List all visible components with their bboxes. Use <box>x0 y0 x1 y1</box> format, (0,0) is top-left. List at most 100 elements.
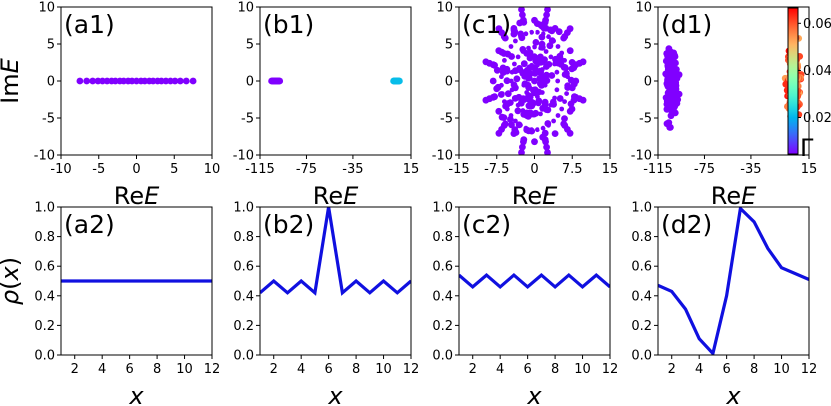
scatter-point-c1 <box>558 105 566 113</box>
panel-label-c2: (c2) <box>462 210 511 239</box>
x-tick-label: 2 <box>469 362 477 377</box>
scatter-point-c1 <box>549 98 557 106</box>
scatter-point-c1 <box>523 112 531 119</box>
x-axis-label-d2: x <box>725 382 741 406</box>
x-tick-label: 12 <box>602 362 619 377</box>
y-tick-label: -5 <box>639 112 652 127</box>
y-tick-label: 0.4 <box>34 289 55 304</box>
scatter-point-c1 <box>498 113 506 121</box>
x-tick-label: -115 <box>643 162 673 177</box>
marks-a1 <box>76 77 197 85</box>
scatter-point-c1 <box>519 11 526 19</box>
y-tick-label: -10 <box>34 149 55 164</box>
scatter-point-d1 <box>664 62 672 69</box>
scatter-point-d1 <box>671 109 679 117</box>
marks-b1 <box>268 77 403 85</box>
x-axis-label-c1: ReE <box>512 182 558 210</box>
scatter-point-c1 <box>514 53 522 61</box>
scatter-point-c1 <box>520 138 527 146</box>
x-tick-label: 15 <box>801 162 818 177</box>
scatter-point-c1 <box>528 28 535 36</box>
scatter-point-c1 <box>556 52 564 60</box>
y-tick-label: 0.6 <box>631 260 652 275</box>
scatter-point-c1 <box>579 96 587 104</box>
marks-c1 <box>482 7 587 155</box>
scatter-point-d1 <box>668 95 675 103</box>
panel-label-b1: (b1) <box>263 10 314 39</box>
y-tick-label: 0.2 <box>432 319 453 334</box>
y-tick-label: 1.0 <box>631 201 652 216</box>
scatter-point-c1 <box>542 16 549 24</box>
marks-d1 <box>662 34 805 131</box>
x-tick-label: -35 <box>342 162 363 177</box>
y-tick-label: 0.2 <box>233 319 254 334</box>
scatter-point-c1 <box>511 95 519 102</box>
scatter-point-c1 <box>526 70 534 77</box>
scatter-point-c1 <box>510 30 518 38</box>
x-tick-label: 0 <box>132 162 140 177</box>
x-tick-label: 2 <box>270 362 278 377</box>
ring-hole-c1 <box>553 111 562 120</box>
ring-hole-c1 <box>506 42 515 51</box>
y-tick-label: 0.8 <box>631 230 652 245</box>
colorbar-label: Γ <box>800 134 814 162</box>
panel-label-d1: (d1) <box>661 10 712 39</box>
scatter-point-c1 <box>512 67 519 75</box>
x-tick-label: 7.5 <box>562 162 583 177</box>
scatter-point-c1 <box>566 25 574 33</box>
scatter-point-c1 <box>541 98 549 106</box>
y-tick-label: 0.6 <box>432 260 453 275</box>
x-tick-label: 8 <box>352 362 360 377</box>
scatter-point-c1 <box>534 28 541 36</box>
y-tick-label: 5 <box>47 38 55 53</box>
y-tick-label: 0.0 <box>233 349 254 364</box>
x-tick-label: -10 <box>50 162 71 177</box>
scatter-point-c1 <box>553 86 561 94</box>
ring-hole-c1 <box>500 56 509 65</box>
x-tick-label: 12 <box>204 362 221 377</box>
y-tick-label: 0.6 <box>233 260 254 275</box>
scatter-point-c1 <box>543 11 550 19</box>
y-axis-label-a1: ImE <box>0 57 24 103</box>
x-tick-label: -115 <box>245 162 275 177</box>
x-tick-label: 10 <box>574 362 591 377</box>
scatter-point-a1 <box>171 77 179 85</box>
marks-c2 <box>459 272 610 290</box>
x-tick-label: 4 <box>496 362 504 377</box>
y-tick-label: 0.4 <box>432 289 453 304</box>
scatter-point-c1 <box>542 24 550 32</box>
x-axis-label-a2: x <box>128 382 144 406</box>
scatter-point-c1 <box>521 96 528 103</box>
scatter-point-c1 <box>553 68 561 76</box>
x-tick-label: 0 <box>530 162 538 177</box>
ring-hole-c1 <box>552 85 561 94</box>
scatter-point-d1 <box>665 45 673 53</box>
y-tick-label: 0.0 <box>34 349 55 364</box>
scatter-point-c1 <box>548 72 556 79</box>
scatter-point-d1 <box>782 80 790 88</box>
y-tick-label: 0 <box>644 75 652 90</box>
scatter-point-c1 <box>544 106 552 114</box>
y-tick-label: 0.8 <box>34 230 55 245</box>
series-line-d2 <box>658 207 809 355</box>
axes-frame-b2 <box>259 206 412 356</box>
y-tick-label: 10 <box>635 1 652 16</box>
ring-hole-c1 <box>557 105 566 114</box>
x-tick-label: 10 <box>773 362 790 377</box>
scatter-point-c1 <box>566 47 574 55</box>
ring-hole-c1 <box>553 42 562 51</box>
scatter-point-c1 <box>494 83 502 91</box>
series-line-b2 <box>260 207 411 296</box>
x-tick-label: 4 <box>297 362 305 377</box>
x-tick-label: 6 <box>125 362 133 377</box>
scatter-point-c1 <box>539 57 547 65</box>
scatter-point-c1 <box>518 7 525 13</box>
scatter-point-a1 <box>182 77 190 85</box>
scatter-point-c1 <box>550 117 557 125</box>
scatter-point-c1 <box>482 96 490 104</box>
scatter-point-c1 <box>533 68 541 76</box>
scatter-point-c1 <box>538 33 546 41</box>
panel-label-c1: (c1) <box>462 10 511 39</box>
